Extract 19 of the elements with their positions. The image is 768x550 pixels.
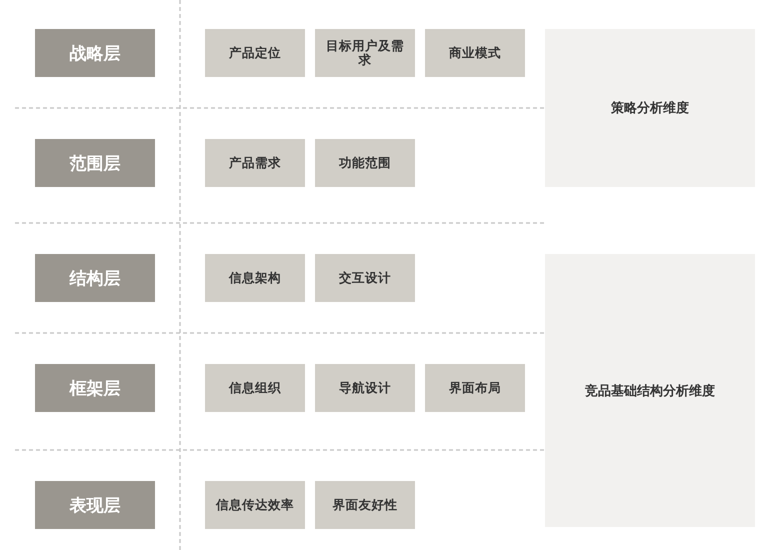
element-box: 功能范围 [315, 139, 415, 187]
layer-label-box: 结构层 [35, 254, 155, 302]
element-box: 信息组织 [205, 364, 305, 412]
dimension-panel: 竞品基础结构分析维度 [545, 254, 755, 527]
element-box: 界面布局 [425, 364, 525, 412]
element-box: 信息架构 [205, 254, 305, 302]
layer-label-box: 框架层 [35, 364, 155, 412]
dimension-panel: 策略分析维度 [545, 29, 755, 187]
element-box: 界面友好性 [315, 481, 415, 529]
element-box: 信息传达效率 [205, 481, 305, 529]
layer-label-box: 表现层 [35, 481, 155, 529]
layer-label-box: 范围层 [35, 139, 155, 187]
element-box: 商业模式 [425, 29, 525, 77]
element-box: 交互设计 [315, 254, 415, 302]
element-box: 目标用户及需求 [315, 29, 415, 77]
layer-label-box: 战略层 [35, 29, 155, 77]
element-box: 产品需求 [205, 139, 305, 187]
element-box: 导航设计 [315, 364, 415, 412]
element-box: 产品定位 [205, 29, 305, 77]
